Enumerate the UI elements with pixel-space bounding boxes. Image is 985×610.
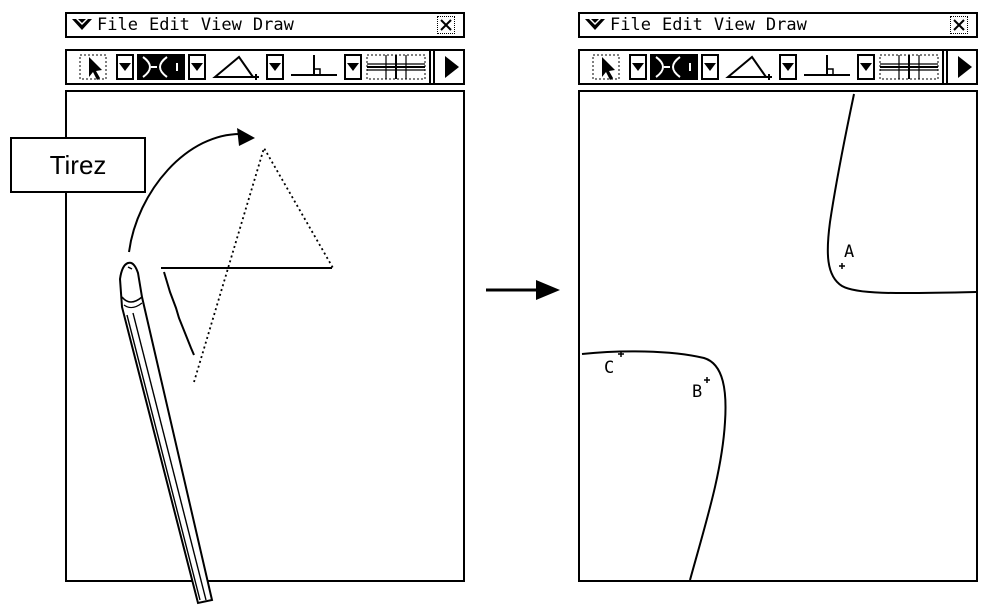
stylus-pen-icon bbox=[118, 261, 214, 605]
triangle-icon[interactable] bbox=[209, 51, 263, 83]
point-c-marker bbox=[618, 351, 624, 357]
dropdown-triangle-icon[interactable] bbox=[115, 51, 135, 83]
left-drawing bbox=[128, 128, 334, 383]
perpendicular-icon[interactable] bbox=[287, 51, 341, 83]
toolbar-divider bbox=[942, 51, 948, 83]
toolbar bbox=[578, 49, 978, 85]
point-c-label: C bbox=[604, 358, 615, 378]
transition-arrow-icon bbox=[486, 280, 560, 300]
point-b-label: B bbox=[692, 382, 703, 402]
dropdown-triangle-icon[interactable] bbox=[265, 51, 285, 83]
point-b-marker bbox=[704, 377, 710, 383]
menu-view[interactable]: View bbox=[200, 15, 242, 35]
point-a-label: A bbox=[844, 242, 855, 262]
toolbar bbox=[65, 49, 465, 85]
grid-icon[interactable] bbox=[878, 51, 940, 83]
menu-file[interactable]: File bbox=[97, 15, 138, 35]
dropdown-triangle-icon[interactable] bbox=[778, 51, 798, 83]
dropdown-triangle-icon[interactable] bbox=[343, 51, 363, 83]
point-a-marker bbox=[839, 263, 845, 269]
close-icon[interactable] bbox=[950, 16, 968, 34]
menu-edit[interactable]: Edit bbox=[661, 15, 703, 35]
play-right-icon[interactable] bbox=[439, 51, 463, 83]
left-screen: File Edit View Draw bbox=[10, 12, 465, 582]
menu-draw[interactable]: Draw bbox=[252, 15, 294, 35]
grid-icon[interactable] bbox=[365, 51, 427, 83]
menu-edit[interactable]: Edit bbox=[148, 15, 190, 35]
select-arrow-icon[interactable] bbox=[77, 51, 113, 83]
menu-bar: File Edit View Draw bbox=[65, 12, 465, 38]
right-screen: File Edit View Draw bbox=[578, 12, 978, 582]
drag-callout: Tirez bbox=[10, 137, 146, 193]
menu-chevron-icon[interactable] bbox=[580, 14, 610, 36]
dropdown-triangle-icon[interactable] bbox=[856, 51, 876, 83]
curve-icon[interactable] bbox=[137, 51, 185, 83]
menu-bar: File Edit View Draw bbox=[578, 12, 978, 38]
menu-file[interactable]: File bbox=[610, 15, 651, 35]
select-arrow-icon[interactable] bbox=[590, 51, 626, 83]
perpendicular-icon[interactable] bbox=[800, 51, 854, 83]
triangle-icon[interactable] bbox=[722, 51, 776, 83]
menu-view[interactable]: View bbox=[713, 15, 755, 35]
dropdown-triangle-icon[interactable] bbox=[187, 51, 207, 83]
menu-chevron-icon[interactable] bbox=[67, 14, 97, 36]
play-right-icon[interactable] bbox=[952, 51, 976, 83]
right-drawing bbox=[581, 93, 977, 581]
menu-draw[interactable]: Draw bbox=[765, 15, 807, 35]
geometry-canvas[interactable]: A B C bbox=[578, 90, 978, 582]
dropdown-triangle-icon[interactable] bbox=[700, 51, 720, 83]
dropdown-triangle-icon[interactable] bbox=[628, 51, 648, 83]
curve-icon[interactable] bbox=[650, 51, 698, 83]
close-icon[interactable] bbox=[437, 16, 455, 34]
toolbar-divider bbox=[429, 51, 435, 83]
